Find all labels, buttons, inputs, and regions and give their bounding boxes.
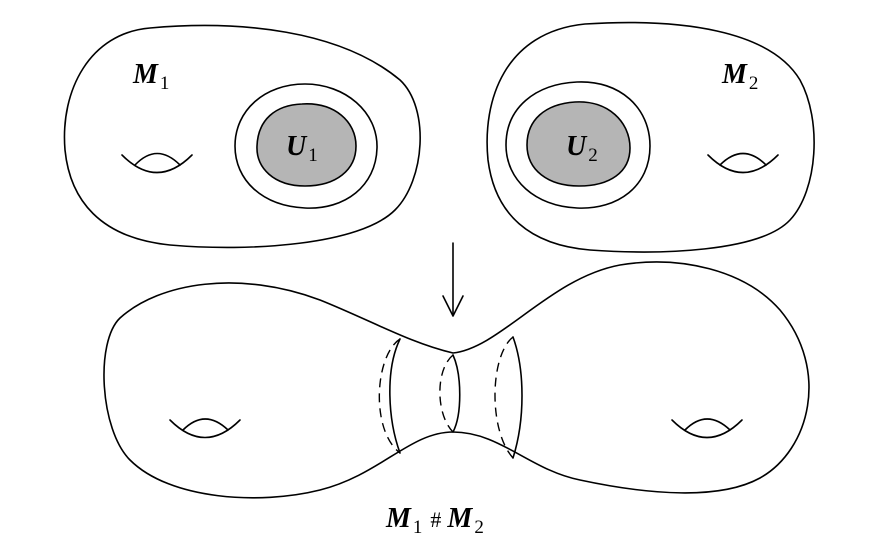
handle-icon-sum-left <box>169 418 241 439</box>
handle-icon-m2 <box>707 152 779 174</box>
open-set-u1 <box>256 103 357 187</box>
open-set-u2 <box>526 101 631 187</box>
surface-m2-boundary <box>486 21 815 253</box>
neck-hidden-left <box>378 338 401 454</box>
neighborhood-ring-m1 <box>234 83 378 209</box>
surface-m1-boundary <box>63 24 421 249</box>
connected-sum-boundary <box>103 261 810 499</box>
neck-hidden-center <box>439 354 454 433</box>
down-arrow-icon <box>442 242 464 317</box>
handle-icon-sum-right <box>671 418 743 439</box>
neighborhood-ring-m2 <box>505 81 651 209</box>
neck-curve-right <box>512 336 523 459</box>
neck-curve-center <box>452 354 461 433</box>
neck-hidden-right <box>494 336 514 459</box>
neck-curve-left <box>389 338 401 454</box>
handle-icon-m1 <box>121 152 193 174</box>
